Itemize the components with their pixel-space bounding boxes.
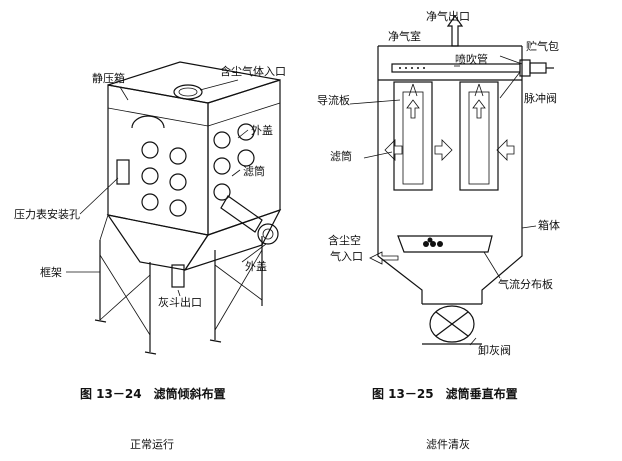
label-outer-cover-1: 外盖 — [251, 123, 273, 137]
label-blow-pipe: 喷吹管 — [455, 52, 488, 66]
label-frame: 框架 — [40, 266, 62, 279]
filter-cartridge-left — [393, 81, 433, 191]
caption-right: 图 13－25 滤筒垂直布置 — [372, 386, 518, 401]
label-dusty-inlet-2: 气入口 — [330, 249, 363, 263]
label-discharge-valve: 卸灰阀 — [478, 343, 511, 357]
label-dusty-inlet-1: 含尘空 — [328, 233, 361, 247]
left-dust-collector: 静压箱 含尘气体入口 外盖 滤筒 压力表安装孔 外盖 框架 灰斗出口 图 13－… — [14, 61, 286, 451]
label-distributor: 气流分布板 — [498, 277, 553, 291]
filter-cartridge-right — [459, 81, 499, 191]
filter-covers-grid — [141, 123, 255, 217]
label-air-tank: 贮气包 — [526, 39, 559, 53]
status-normal-operation: 正常运行 — [130, 438, 174, 451]
label-clean-chamber: 净气室 — [388, 29, 421, 43]
label-filter-right: 滤筒 — [330, 149, 352, 163]
extracted-filter-cartridge — [220, 195, 279, 245]
frame-structure — [94, 214, 263, 355]
label-pulse-valve: 脉冲阀 — [524, 91, 557, 105]
label-outer-cover-2: 外盖 — [245, 259, 267, 273]
label-inlet: 含尘气体入口 — [220, 64, 286, 78]
status-filter-cleaning: 滤件清灰 — [426, 437, 470, 451]
label-static-box: 静压箱 — [92, 71, 125, 85]
distributor-dots — [423, 237, 443, 247]
label-clean-outlet: 净气出口 — [426, 9, 470, 23]
caption-left: 图 13－24 滤筒倾斜布置 — [80, 386, 226, 401]
label-filter-left: 滤筒 — [243, 164, 265, 178]
label-guide-plate: 导流板 — [317, 93, 350, 107]
label-gauge-hole: 压力表安装孔 — [14, 207, 80, 221]
label-ash-outlet: 灰斗出口 — [158, 295, 202, 309]
blow-pipe-dots — [399, 67, 425, 69]
right-dust-collector: 净气出口 净气室 贮气包 喷吹管 导流板 脉冲阀 滤筒 箱体 含尘空 气入口 气… — [317, 9, 560, 451]
label-housing: 箱体 — [538, 218, 560, 232]
